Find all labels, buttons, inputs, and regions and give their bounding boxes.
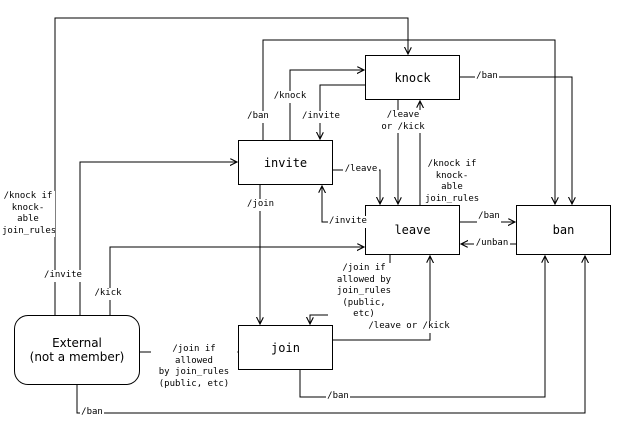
- edge-label-join-ban: /ban: [326, 391, 350, 403]
- edge-external-leave-arrow: [109, 247, 364, 315]
- edge-label-knock-leave: /leave or /kick: [380, 110, 426, 133]
- edge-label-ban-leave: /unban: [474, 238, 510, 250]
- edge-label-leave-join: /join if allowed by join_rules (public, …: [328, 263, 400, 321]
- edge-join-ban-arrow: [299, 256, 545, 398]
- edge-label-external-leave: /kick: [92, 288, 124, 300]
- state-node-invite: invite: [238, 140, 333, 185]
- edge-label-leave-knock: /knock if knock-able join_rules: [424, 159, 480, 205]
- edge-label-external-ban: /ban: [80, 407, 104, 419]
- state-node-leave: leave: [365, 205, 460, 255]
- edge-invite-ban-arrow: [262, 39, 555, 204]
- edge-label-invite-ban: /ban: [244, 111, 272, 123]
- state-node-join: join: [238, 325, 333, 370]
- edge-label-knock-ban: /ban: [475, 71, 499, 83]
- state-node-knock: knock: [365, 55, 460, 100]
- state-node-external: External (not a member): [14, 315, 140, 385]
- edge-label-invite-knock: /knock: [270, 91, 310, 103]
- edge-label-external-knock: /knock if knock-able join_rules: [1, 191, 57, 237]
- edge-label-leave-ban: /ban: [477, 211, 501, 223]
- state-node-ban: ban: [516, 205, 611, 255]
- edge-label-invite-join: /join: [246, 199, 275, 211]
- edge-label-join-leave: /leave or /kick: [367, 321, 451, 333]
- edge-external-ban-arrow: [76, 256, 585, 414]
- edge-invite-knock-arrow: [289, 70, 364, 140]
- edge-join-leave-arrow: [332, 256, 430, 341]
- edge-external-knock-arrow: [54, 17, 408, 315]
- edge-external-invite-arrow: [79, 162, 237, 315]
- edge-label-external-join: /join if allowed by join_rules (public, …: [151, 344, 237, 390]
- edge-label-leave-invite: /invite: [328, 216, 368, 228]
- edge-label-external-invite: /invite: [42, 270, 84, 282]
- edge-label-invite-leave: /leave: [343, 164, 379, 176]
- edge-label-knock-invite: /invite: [301, 111, 341, 123]
